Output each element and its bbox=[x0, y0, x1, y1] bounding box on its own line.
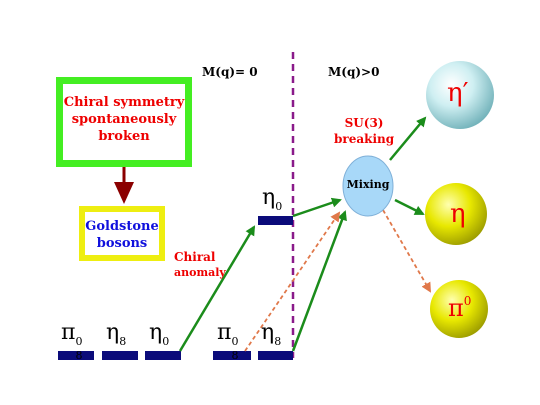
eta-label: η bbox=[450, 199, 466, 229]
chiral-anomaly-label: Chiral anomaly bbox=[174, 250, 226, 280]
goldstone-box: Goldstone bosons bbox=[79, 206, 165, 261]
chiral-symmetry-box: Chiral symmetry spontaneously broken bbox=[56, 77, 192, 167]
chiral-anomaly-line-2: anomaly bbox=[174, 266, 226, 279]
su3-breaking-line-1: SU(3) bbox=[344, 116, 384, 130]
mixing-ellipse bbox=[342, 155, 394, 217]
arrow-mixing-to-pi0-dashed bbox=[382, 209, 432, 293]
chiral-box-line-1: Chiral symmetry bbox=[63, 95, 185, 110]
label-pi8-right: π 0 8 bbox=[217, 320, 239, 362]
arrow-eta0-to-mixing bbox=[292, 197, 342, 218]
goldstone-line-2: bosons bbox=[96, 236, 148, 251]
mixing-label: Mixing bbox=[346, 178, 390, 191]
pi0-sphere bbox=[430, 280, 488, 338]
region-label-massive: M(q)>0 bbox=[328, 65, 380, 79]
su3-breaking-label: SU(3) breaking bbox=[334, 115, 394, 147]
goldstone-line-1: Goldstone bbox=[85, 219, 159, 234]
label-eta8-left: η8 bbox=[106, 320, 127, 348]
label-eta8-right: η8 bbox=[261, 320, 282, 348]
label-pi8-left: π 0 8 bbox=[61, 320, 83, 362]
level-bar-pi8-left bbox=[58, 351, 94, 360]
level-bar-eta8-right bbox=[258, 351, 293, 360]
pi0-label: π0 bbox=[448, 294, 472, 322]
eta-prime-sphere bbox=[426, 61, 494, 129]
chiral-box-line-2: spontaneously bbox=[71, 112, 177, 127]
arrow-eta8-to-mixing bbox=[291, 210, 347, 352]
level-bar-pi8-right bbox=[213, 351, 251, 360]
eta-prime-label: η′ bbox=[447, 78, 469, 108]
arrow-anomaly-lift bbox=[178, 225, 256, 352]
level-bar-eta8-left bbox=[102, 351, 138, 360]
chiral-anomaly-line-1: Chiral bbox=[174, 250, 216, 264]
su3-breaking-line-2: breaking bbox=[334, 132, 395, 146]
arrow-mixing-to-eta-prime bbox=[389, 116, 427, 161]
arrow-mixing-to-eta bbox=[394, 198, 425, 216]
label-eta0-raised: η0 bbox=[262, 185, 283, 213]
level-bar-eta0-left bbox=[145, 351, 181, 360]
level-bar-eta0-raised bbox=[258, 216, 293, 225]
down-arrow-icon bbox=[114, 182, 134, 204]
label-eta0-left: η0 bbox=[149, 320, 170, 348]
chiral-box-line-3: broken bbox=[98, 129, 150, 144]
eta-sphere bbox=[425, 183, 487, 245]
region-label-massless: M(q)= 0 bbox=[202, 65, 258, 79]
